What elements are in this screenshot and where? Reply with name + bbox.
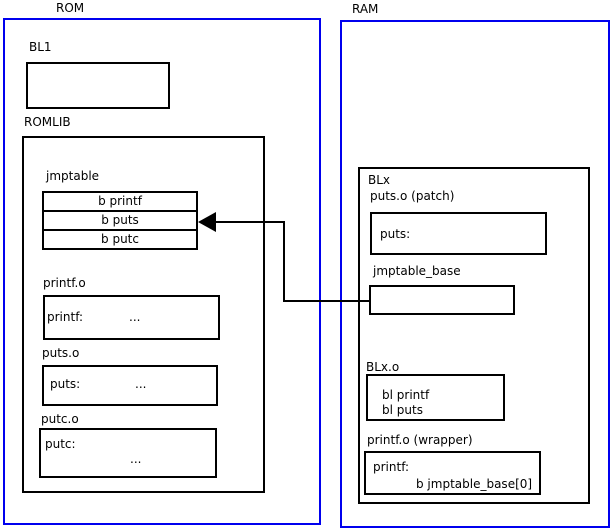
putc-o-label: putc.o — [41, 412, 79, 426]
printf-wrapper-body: b jmptable_base[0] — [416, 477, 533, 491]
jmptable-base-label: jmptable_base — [373, 264, 461, 278]
jmptable: b printf b puts b putc — [42, 191, 198, 250]
blx-o-line-bl-printf: bl printf — [382, 388, 430, 402]
blx-o-label: BLx.o — [366, 360, 400, 374]
printf-wrapper-label: printf.o (wrapper) — [367, 433, 473, 447]
jmptable-label: jmptable — [46, 169, 100, 183]
putc-o-box: putc: ... — [39, 428, 217, 478]
jmptable-row-puts: b puts — [42, 210, 198, 231]
printf-o-label: printf.o — [43, 276, 86, 290]
puts-symbol: puts: — [50, 377, 81, 391]
puts-o-label: puts.o — [42, 346, 80, 360]
blx-label: BLx — [368, 173, 391, 187]
puts-patch-box: puts: — [370, 212, 547, 255]
ram-region-label: RAM — [352, 2, 379, 16]
romlib-label: ROMLIB — [24, 115, 71, 129]
puts-o-box: puts: ... — [42, 365, 218, 406]
rom-region-label: ROM — [56, 1, 85, 15]
jmptable-row-printf: b printf — [42, 191, 198, 212]
jmptable-row-putc: b putc — [42, 229, 198, 250]
printf-wrapper-symbol: printf: — [373, 460, 410, 474]
blx-o-line-bl-puts: bl puts — [382, 403, 423, 417]
puts-body-ellipsis: ... — [135, 377, 147, 391]
putc-symbol: putc: — [45, 437, 76, 451]
puts-patch-label: puts.o (patch) — [370, 189, 455, 203]
printf-wrapper-box: printf: b jmptable_base[0] — [364, 451, 541, 495]
printf-o-box: printf: ... — [43, 295, 220, 340]
printf-symbol: printf: — [47, 310, 84, 324]
blx-o-box: bl printf bl puts — [366, 374, 505, 421]
putc-body-ellipsis: ... — [130, 452, 142, 466]
bl1-box — [26, 62, 170, 109]
printf-body-ellipsis: ... — [129, 310, 141, 324]
puts-patch-symbol: puts: — [380, 227, 411, 241]
jmptable-base-box — [369, 285, 515, 315]
bl1-label: BL1 — [29, 40, 52, 54]
